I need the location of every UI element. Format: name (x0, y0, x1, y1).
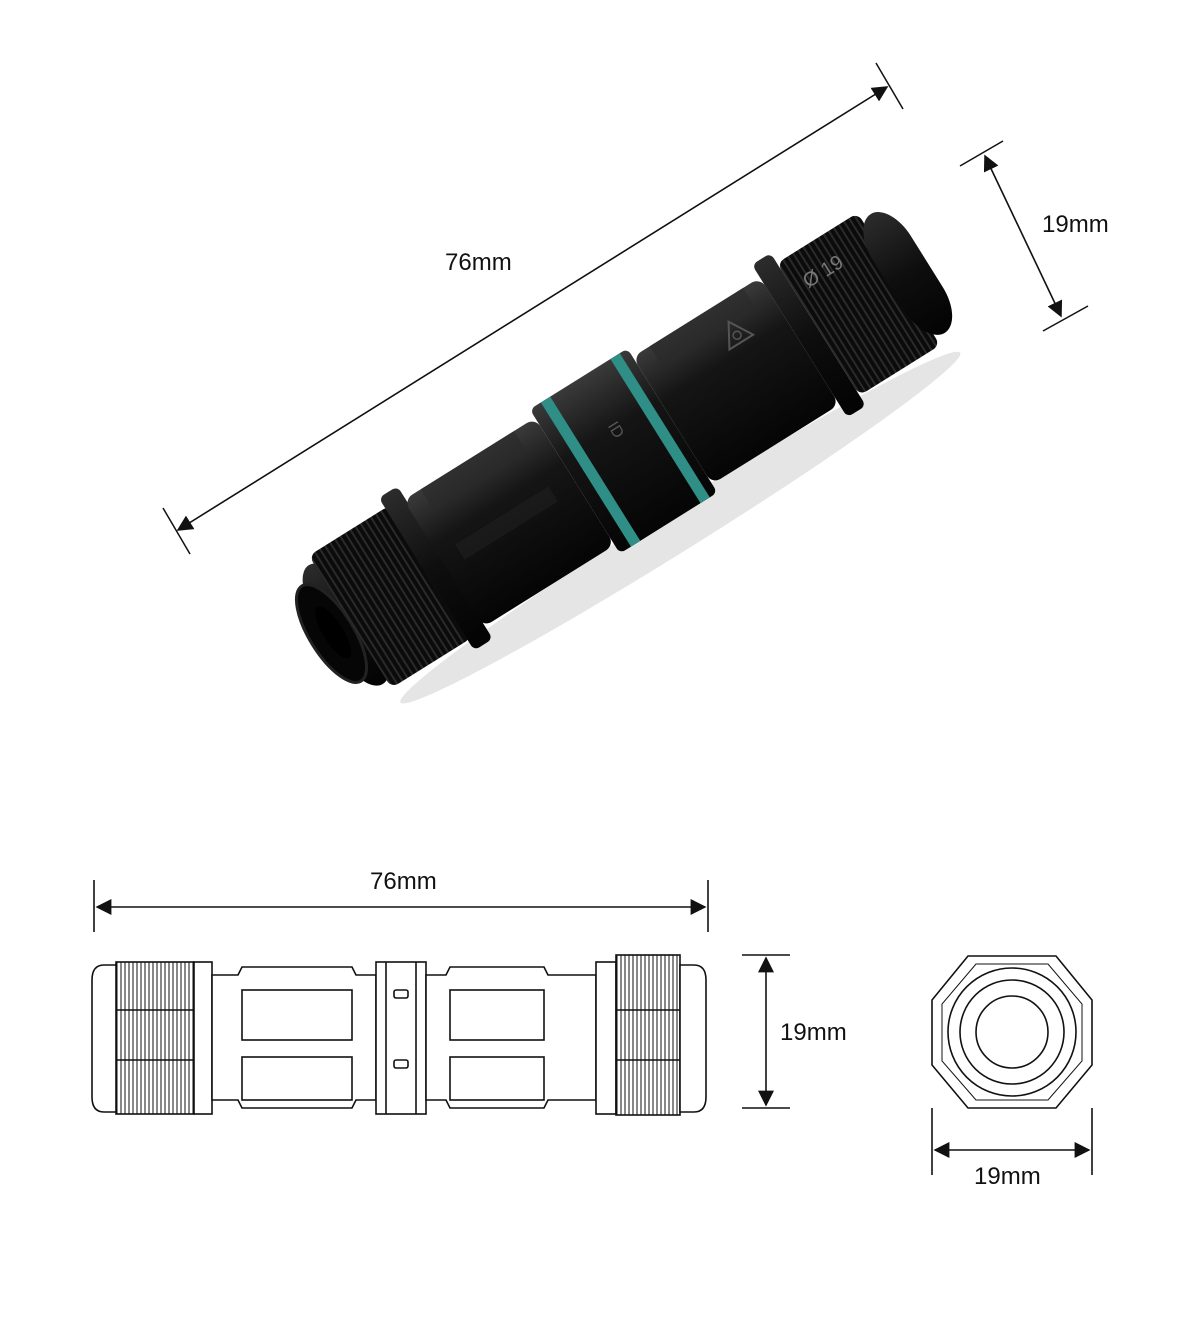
connector-body-right (636, 281, 836, 481)
left-gland-cap (294, 488, 491, 686)
side-left-flange (193, 961, 213, 1115)
photo-diameter-label: 19mm (1042, 211, 1109, 238)
side-right-dome (679, 964, 707, 1113)
photo-length-extension-right (875, 62, 904, 110)
side-coupling-ring (375, 961, 427, 1115)
end-view-drawing (931, 955, 1093, 1175)
center-coupling: ID (532, 350, 716, 552)
photo-length-label: 76mm (445, 249, 512, 276)
teal-seal-band-left (540, 396, 641, 547)
side-left-dome (91, 964, 119, 1113)
side-left-gland (115, 961, 195, 1115)
photo-length-arrow (176, 86, 889, 531)
photo-diameter-extension-bottom (1042, 305, 1089, 332)
photo-diameter-extension-top (959, 140, 1004, 167)
side-right-gland (615, 954, 681, 1116)
right-gland-cap: Ø 19 (754, 212, 953, 416)
band-mark: ID (604, 419, 627, 442)
end-view-cable-hole (975, 995, 1049, 1069)
connector-body-left (407, 421, 611, 624)
photo-diameter-dimension (959, 140, 1089, 332)
photo-length-extension-left (162, 507, 191, 555)
side-right-flange (595, 961, 617, 1115)
side-height-label: 19mm (780, 1019, 847, 1046)
side-view-drawing (91, 880, 790, 1116)
photo-diameter-arrow (983, 154, 1063, 318)
end-width-label: 19mm (974, 1163, 1041, 1190)
teal-seal-band-right (610, 353, 710, 504)
ce-mark-icon (727, 320, 756, 352)
side-length-label: 76mm (370, 868, 437, 895)
photo-length-dimension (162, 62, 904, 555)
connector-photo: ID Ø 19 (294, 212, 961, 704)
